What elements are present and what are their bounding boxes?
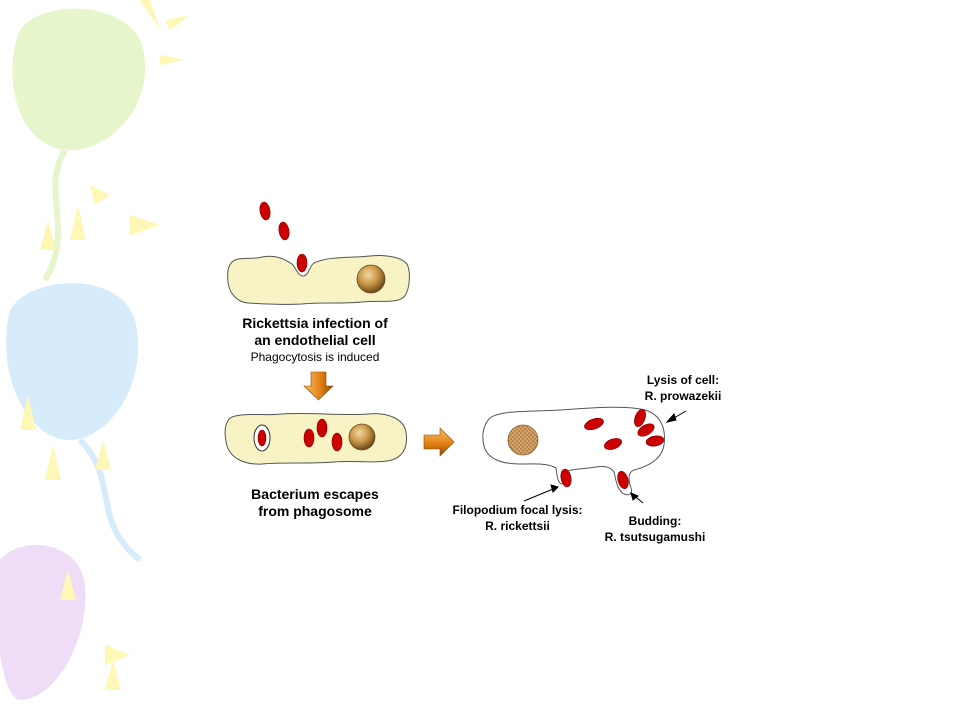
step1-title-line2: an endothelial cell	[254, 332, 376, 348]
bacterium	[303, 428, 315, 448]
yellow-ray	[60, 570, 76, 600]
yellow-ray	[105, 645, 130, 665]
step2-label: Bacterium escapes from phagosome	[225, 486, 405, 520]
cell-infection	[227, 201, 410, 305]
yellow-ray	[70, 205, 86, 240]
step1-subtitle: Phagocytosis is induced	[250, 350, 380, 364]
endothelial-cell-2	[224, 412, 407, 465]
nucleus-3	[507, 424, 539, 456]
yellow-ray	[90, 185, 110, 205]
green-balloon	[12, 8, 146, 150]
budding-line2: R. tsutsugamushi	[604, 530, 706, 544]
yellow-ray	[20, 395, 36, 430]
yellow-ray	[45, 445, 61, 480]
bacterium	[316, 418, 328, 438]
filopodium-line1: Filopodium focal lysis:	[452, 503, 583, 517]
blue-balloon-string	[77, 437, 142, 563]
yellow-ray	[130, 215, 160, 235]
blue-balloon	[6, 283, 139, 440]
budding-line1: Budding:	[628, 514, 682, 528]
yellow-ray	[105, 660, 121, 690]
yellow-ray	[165, 15, 190, 30]
green-balloon-string	[42, 148, 68, 282]
purple-balloon	[0, 545, 86, 700]
budding-label: Budding: R. tsutsugamushi	[595, 513, 715, 545]
yellow-ray	[95, 440, 111, 470]
step1-label: Rickettsia infection of an endothelial c…	[225, 315, 405, 366]
step2-title-line1: Bacterium escapes	[251, 486, 379, 502]
bacterium	[634, 409, 646, 427]
lysis-line2: R. prowazekii	[644, 389, 722, 403]
bacterium	[617, 470, 629, 490]
yellow-ray	[160, 55, 185, 65]
down-arrow-icon	[303, 371, 334, 401]
bacterium	[259, 201, 271, 221]
step2-title-line2: from phagosome	[258, 503, 372, 519]
bacterium	[637, 423, 655, 437]
cell-escape	[224, 412, 407, 465]
nucleus-1	[356, 264, 386, 294]
filopodium-label: Filopodium focal lysis: R. rickettsii	[445, 502, 590, 534]
yellow-ray	[140, 0, 160, 30]
bacterium	[296, 253, 308, 273]
bacterium	[604, 438, 622, 450]
bacterium	[645, 435, 665, 447]
bacterium	[278, 221, 290, 241]
bacterium	[584, 417, 604, 431]
lysis-label: Lysis of cell: R. prowazekii	[628, 372, 738, 404]
yellow-ray	[40, 220, 56, 250]
filopodium-line2: R. rickettsii	[485, 519, 550, 533]
lysis-line1: Lysis of cell:	[646, 373, 720, 387]
pointer-lines	[523, 410, 687, 504]
step1-title-line1: Rickettsia infection of	[242, 315, 388, 331]
nucleus-2	[348, 423, 376, 451]
background-decoration	[0, 0, 190, 700]
bacterium	[331, 432, 343, 452]
right-arrow-icon	[423, 427, 455, 457]
bacterium	[257, 429, 267, 447]
bacterium	[560, 468, 572, 488]
cell-exit	[482, 406, 665, 496]
